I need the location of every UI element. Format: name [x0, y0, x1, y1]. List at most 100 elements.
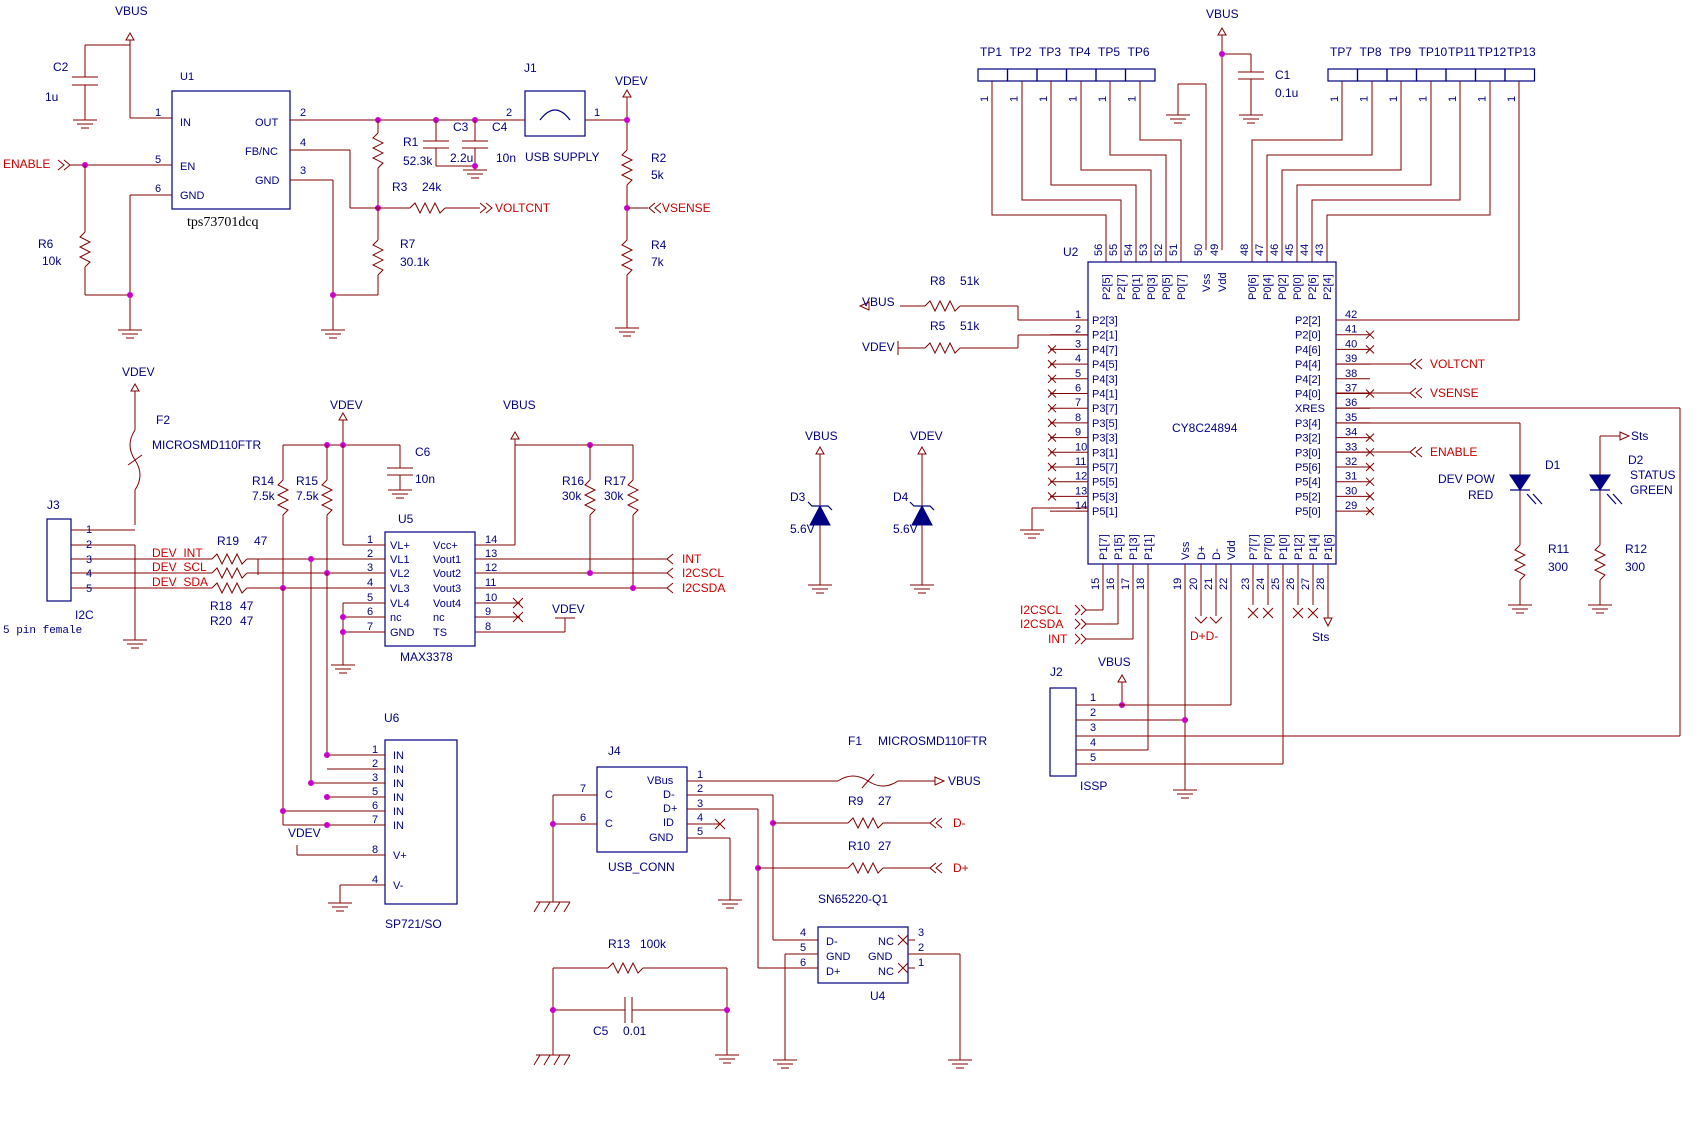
u2-pin-num: 49 [1209, 244, 1221, 256]
svg-text:4: 4 [86, 568, 92, 580]
u5-pin-num: 14 [485, 534, 497, 546]
r4-ref: R4 [651, 238, 667, 252]
u6-pin-num: 3 [372, 772, 378, 784]
vbus-label-u5: VBUS [503, 398, 536, 412]
svg-text:GND: GND [649, 832, 674, 844]
u2-pin-num: 13 [1075, 485, 1087, 497]
svg-text:C: C [605, 789, 613, 801]
j3-body [46, 518, 72, 602]
u2-pin-num: 32 [1345, 456, 1357, 468]
u2-pin-num: 55 [1108, 244, 1120, 256]
u5-pin-num: 12 [485, 562, 497, 574]
u2-pin-name: P3[0] [1295, 447, 1321, 459]
svg-text:5: 5 [800, 942, 806, 954]
u2-pin-num: 51 [1168, 244, 1180, 256]
vdev-label-j1: VDEV [615, 74, 648, 88]
testpoint-pin-num: 1 [1506, 96, 1518, 102]
u2-pin-name: P5[2] [1295, 491, 1321, 503]
vdev-label-u5: VDEV [330, 398, 363, 412]
testpoint-pad [977, 68, 1009, 82]
vsense-label-r2: VSENSE [662, 201, 711, 215]
d2-ref: D2 [1628, 453, 1644, 467]
u5-pin-name: VL1 [390, 554, 410, 566]
u2-pin-name: P1[5] [1113, 534, 1125, 560]
testpoint-pad [1445, 68, 1477, 82]
u2-pin-name: P4[6] [1295, 344, 1321, 356]
c4-ref: C4 [492, 120, 508, 134]
u2-pin-name: P2[4] [1322, 274, 1334, 300]
testpoint-label: TP5 [1098, 45, 1120, 59]
testpoint-pad [1065, 68, 1097, 82]
u2-pin-name: P0[2] [1277, 274, 1289, 300]
svg-text:1: 1 [697, 769, 703, 781]
svg-text:7: 7 [580, 783, 586, 795]
u2-pin-num: 2 [1075, 324, 1081, 336]
svg-text:GND: GND [868, 951, 893, 963]
u2-pin-num: 48 [1239, 244, 1251, 256]
u5-pin-name: VL3 [390, 583, 410, 595]
r5-ref: R5 [930, 319, 946, 333]
r17-ref: R17 [604, 474, 626, 488]
u2-pin-num: 14 [1075, 500, 1087, 512]
svg-text:GND: GND [255, 175, 280, 187]
r2-ref: R2 [651, 151, 667, 165]
r1-value: 52.3k [403, 154, 433, 168]
svg-text:5: 5 [697, 826, 703, 838]
svg-text:C: C [605, 818, 613, 830]
u2-pin-num: 28 [1315, 578, 1327, 590]
u5-body [384, 531, 476, 647]
u5-pin-name: nc [390, 612, 402, 624]
svg-text:1: 1 [594, 107, 600, 119]
u6-pin-num: 1 [372, 744, 378, 756]
u2-pin-num: 3 [1075, 338, 1081, 350]
dev-scl-label: DEV_SCL [152, 560, 207, 574]
u6-pin-num: 2 [372, 758, 378, 770]
u2-pin-name: Vss [1201, 273, 1213, 292]
vsense-label-mcu: VSENSE [1430, 386, 1479, 400]
r14-value: 7.5k [252, 489, 276, 503]
u2-pin-name: P4[4] [1295, 359, 1321, 371]
u5-pin-name: VL+ [390, 540, 410, 552]
r7-value: 30.1k [400, 255, 430, 269]
svg-text:2: 2 [86, 539, 92, 551]
testpoint-pin-num: 1 [1008, 96, 1020, 102]
testpoint-label: TP6 [1128, 45, 1150, 59]
testpoint-pad [1036, 68, 1068, 82]
c1-value: 0.1u [1275, 86, 1298, 100]
vbus-label: VBUS [115, 4, 148, 18]
u2-pin-name: P5[1] [1092, 506, 1118, 518]
u2-pin-num: 46 [1269, 244, 1281, 256]
u2-pin-name: D+ [1196, 546, 1208, 560]
testpoint-label: TP7 [1330, 45, 1352, 59]
u2-pin-num: 8 [1075, 412, 1081, 424]
r9-ref: R9 [848, 794, 864, 808]
u2-pin-name: Vss [1180, 541, 1192, 560]
r12-ref: R12 [1625, 542, 1647, 556]
u2-pin-num: 24 [1255, 578, 1267, 590]
u2-pin-name: P4[3] [1092, 374, 1118, 386]
f1-name: MICROSMD110FTR [878, 734, 987, 748]
c2-value: 1u [45, 90, 58, 104]
u6-pin-num: 5 [372, 786, 378, 798]
u2-pin-num: 16 [1105, 578, 1117, 590]
u5-pin-num: 9 [485, 606, 491, 618]
svg-text:2: 2 [300, 107, 306, 119]
u2-pin-name: P0[0] [1292, 274, 1304, 300]
u2-pin-num: 15 [1090, 578, 1102, 590]
testpoint-pin-num: 1 [1447, 96, 1459, 102]
voltcnt-label-mcu: VOLTCNT [1430, 357, 1486, 371]
testpoint-pin-num: 1 [979, 96, 991, 102]
u5-pin-num: 5 [367, 592, 373, 604]
testpoint-pad [1504, 68, 1536, 82]
u2-pin-name: P2[0] [1295, 330, 1321, 342]
svg-text:NC: NC [878, 966, 894, 978]
testpoint-pin-num: 1 [1476, 96, 1488, 102]
u6-body [384, 739, 458, 905]
vbus-label-d3: VBUS [805, 429, 838, 443]
u2-pin-name: P1[4] [1308, 534, 1320, 560]
u2-pins: 56P2[5]55P2[7]54P0[1]53P0[3]52P0[5]51P0[… [1047, 244, 1375, 590]
svg-text:NC: NC [878, 936, 894, 948]
r10-ref: R10 [848, 839, 870, 853]
testpoint-pad [1327, 68, 1359, 82]
